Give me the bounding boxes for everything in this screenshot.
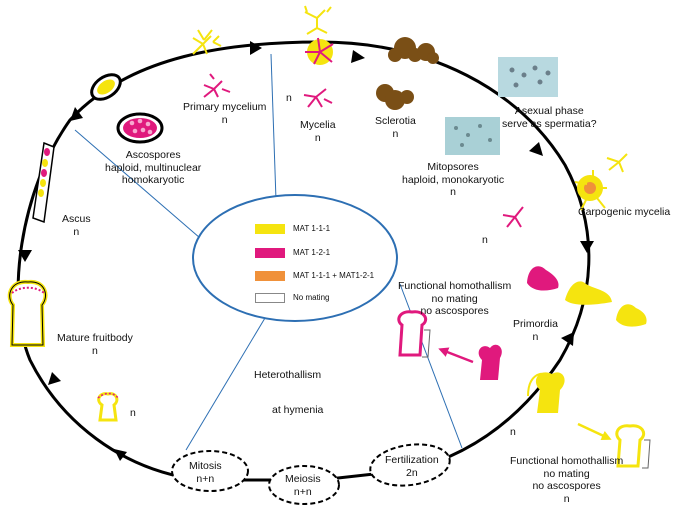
mature-fruitbody-icon [7, 279, 48, 347]
mycelium-pink-2-icon [303, 88, 333, 108]
fruitbody-pink-outline-icon [397, 310, 431, 358]
primordia-icon [527, 266, 647, 327]
right-low-ploidy: n [510, 426, 516, 438]
func-homo-lower-label: Functional homothallism no mating no asc… [510, 455, 624, 505]
mycelium-yellow-1-icon [192, 29, 222, 55]
asexual-phase-label: Asexual phase serve as spermatia? [502, 105, 597, 130]
ascospores-label: Ascospores haploid, multinuclear homokar… [105, 149, 202, 186]
mitosis-label: Mitosis n+n [189, 460, 222, 485]
primary-mycelium-label: Primary mycelium n [183, 101, 267, 126]
legend-ellipse [192, 194, 398, 322]
legend-swatch-both [255, 271, 285, 281]
yellow-sporocarp-icon [527, 372, 612, 440]
mycelium-pink-1-icon [203, 73, 231, 98]
fertilization-ellipse [369, 443, 451, 487]
mitospores-micrograph-icon [445, 117, 500, 155]
meiosis-ellipse [268, 465, 340, 505]
meiosis-label: Meiosis n+n [285, 473, 321, 498]
carpogenic-ploidy: n [482, 234, 488, 246]
func-homo-upper-label: Functional homothallism no mating no asc… [398, 280, 512, 317]
carpogenic-mycelia-label: Carpogenic mycelia [578, 206, 671, 218]
legend-swatch-no-mating [255, 293, 285, 303]
sclerotia-icon [376, 37, 439, 110]
legend-swatch-mat111 [255, 224, 285, 234]
mitospores-label: Mitopsores haploid, monokaryotic n [402, 161, 505, 198]
ascus-icon [32, 141, 55, 224]
mycelia-label: Mycelia n [300, 119, 336, 144]
mycelium-pink-3-icon [502, 206, 524, 228]
ascospore-yellow-icon [90, 73, 122, 101]
legend-swatch-mat121 [255, 248, 285, 258]
ascus-label: Ascus n [62, 213, 91, 238]
mycelium-yellow-pink-icon [305, 37, 334, 65]
cycle-arrows [18, 41, 594, 461]
mycelium-yellow-3-icon [606, 153, 628, 173]
ascospore-multinuclear-icon [116, 112, 164, 144]
young-fruitbody-ploidy: n [130, 407, 136, 419]
young-fruitbody-icon [97, 392, 119, 422]
asexual-micrograph-icon [498, 57, 558, 97]
mature-fruitbody-label: Mature fruitbody n [57, 332, 133, 357]
mycelia-side-ploidy: n [286, 92, 292, 104]
fruitbody-yellow-outline-icon [615, 424, 651, 469]
mitosis-ellipse [171, 450, 249, 492]
primordia-label: Primordia n [513, 318, 558, 343]
fertilization-label: Fertilization 2n [385, 454, 439, 479]
hymenia-label: at hymenia [272, 404, 324, 416]
sclerotia-label: Sclerotia n [375, 115, 416, 140]
legend-label-mat111: MAT 1-1-1 [293, 224, 331, 233]
legend-label-both: MAT 1-1-1 + MAT1-2-1 [293, 271, 375, 280]
legend-label-no-mating: No mating [293, 293, 330, 302]
heterothallism-label: Heterothallism [254, 369, 322, 381]
legend-label-mat121: MAT 1-2-1 [293, 248, 331, 257]
carpogenic-mycelia-icon [574, 170, 607, 211]
mycelium-yellow-2-icon [304, 5, 332, 35]
pink-primordium-icon [438, 344, 502, 380]
